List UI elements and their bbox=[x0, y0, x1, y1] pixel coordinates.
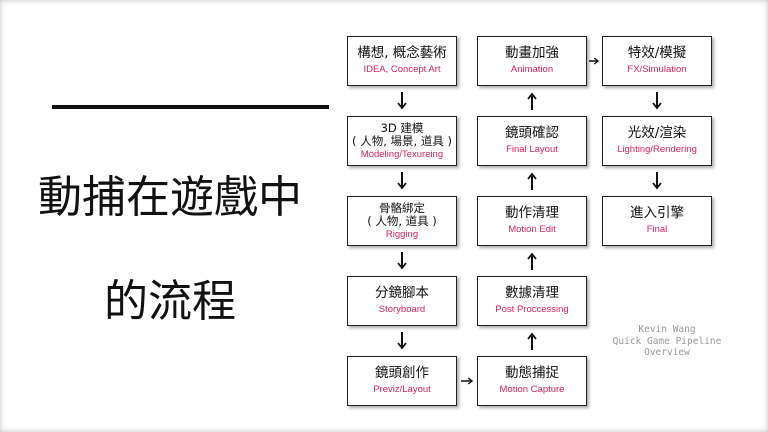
credit-line-2: Quick Game Pipeline bbox=[612, 335, 722, 347]
node-storyboard: 分鏡腳本 Storyboard bbox=[347, 276, 457, 326]
node-concept-en: IDEA, Concept Art bbox=[363, 64, 441, 75]
node-final-layout-en: Final Layout bbox=[506, 144, 558, 155]
node-rigging-en: Rigging bbox=[385, 228, 419, 240]
node-motion-edit: 動作清理 Motion Edit bbox=[477, 196, 587, 246]
node-fx-zh: 特效/模擬 bbox=[627, 45, 687, 61]
node-post-processing-zh: 數據清理 bbox=[505, 285, 559, 301]
node-motion-edit-en: Motion Edit bbox=[508, 224, 556, 235]
slide-title: 動捕在遊戲中 的流程 bbox=[20, 120, 320, 380]
node-final-layout: 鏡頭確認 Final Layout bbox=[477, 116, 587, 166]
node-previz-en: Previz/Layout bbox=[373, 384, 431, 395]
node-lighting-zh: 光效/渲染 bbox=[627, 125, 687, 141]
node-lighting: 光效/渲染 Lighting/Rendering bbox=[602, 116, 712, 166]
node-storyboard-zh: 分鏡腳本 bbox=[375, 285, 429, 301]
node-animation: 動畫加強 Animation bbox=[477, 36, 587, 86]
node-final-en: Final bbox=[646, 224, 668, 235]
node-post-processing: 數據清理 Post Proccessing bbox=[477, 276, 587, 326]
node-final-layout-zh: 鏡頭確認 bbox=[505, 125, 559, 141]
credit-line-1: Kevin Wang bbox=[638, 324, 696, 335]
node-modeling-zh: 3D 建模 ( 人物, 場景, 道具 ) bbox=[352, 120, 452, 148]
credit-line-3: Overview bbox=[644, 347, 690, 358]
node-animation-en: Animation bbox=[510, 64, 554, 75]
node-post-processing-en: Post Proccessing bbox=[495, 304, 569, 315]
node-rigging: 骨骼綁定 ( 人物, 道具 ) Rigging bbox=[347, 196, 457, 246]
node-modeling-en: Modeling/Texureing bbox=[360, 148, 444, 160]
node-final-zh: 進入引擎 bbox=[630, 205, 684, 221]
title-rule bbox=[52, 105, 329, 109]
node-modeling: 3D 建模 ( 人物, 場景, 道具 ) Modeling/Texureing bbox=[347, 116, 457, 166]
node-lighting-en: Lighting/Rendering bbox=[617, 144, 697, 155]
slide-title-line-1: 動捕在遊戲中 bbox=[38, 172, 302, 223]
node-storyboard-en: Storyboard bbox=[378, 304, 426, 315]
node-motion-capture-zh: 動態捕捉 bbox=[505, 365, 559, 381]
node-rigging-zh: 骨骼綁定 ( 人物, 道具 ) bbox=[367, 200, 437, 228]
node-concept: 構想, 概念藝術 IDEA, Concept Art bbox=[347, 36, 457, 86]
slide-title-line-2: 的流程 bbox=[104, 276, 236, 327]
node-fx-en: FX/Simulation bbox=[627, 64, 687, 75]
node-concept-zh: 構想, 概念藝術 bbox=[357, 45, 447, 61]
node-final: 進入引擎 Final bbox=[602, 196, 712, 246]
node-previz-zh: 鏡頭創作 bbox=[375, 365, 429, 381]
author-credit: Kevin Wang Quick Game Pipeline Overview bbox=[592, 324, 742, 359]
node-motion-capture-en: Motion Capture bbox=[499, 384, 565, 395]
node-animation-zh: 動畫加強 bbox=[505, 45, 559, 61]
node-fx: 特效/模擬 FX/Simulation bbox=[602, 36, 712, 86]
node-previz: 鏡頭創作 Previz/Layout bbox=[347, 356, 457, 406]
node-motion-edit-zh: 動作清理 bbox=[505, 205, 559, 221]
node-motion-capture: 動態捕捉 Motion Capture bbox=[477, 356, 587, 406]
